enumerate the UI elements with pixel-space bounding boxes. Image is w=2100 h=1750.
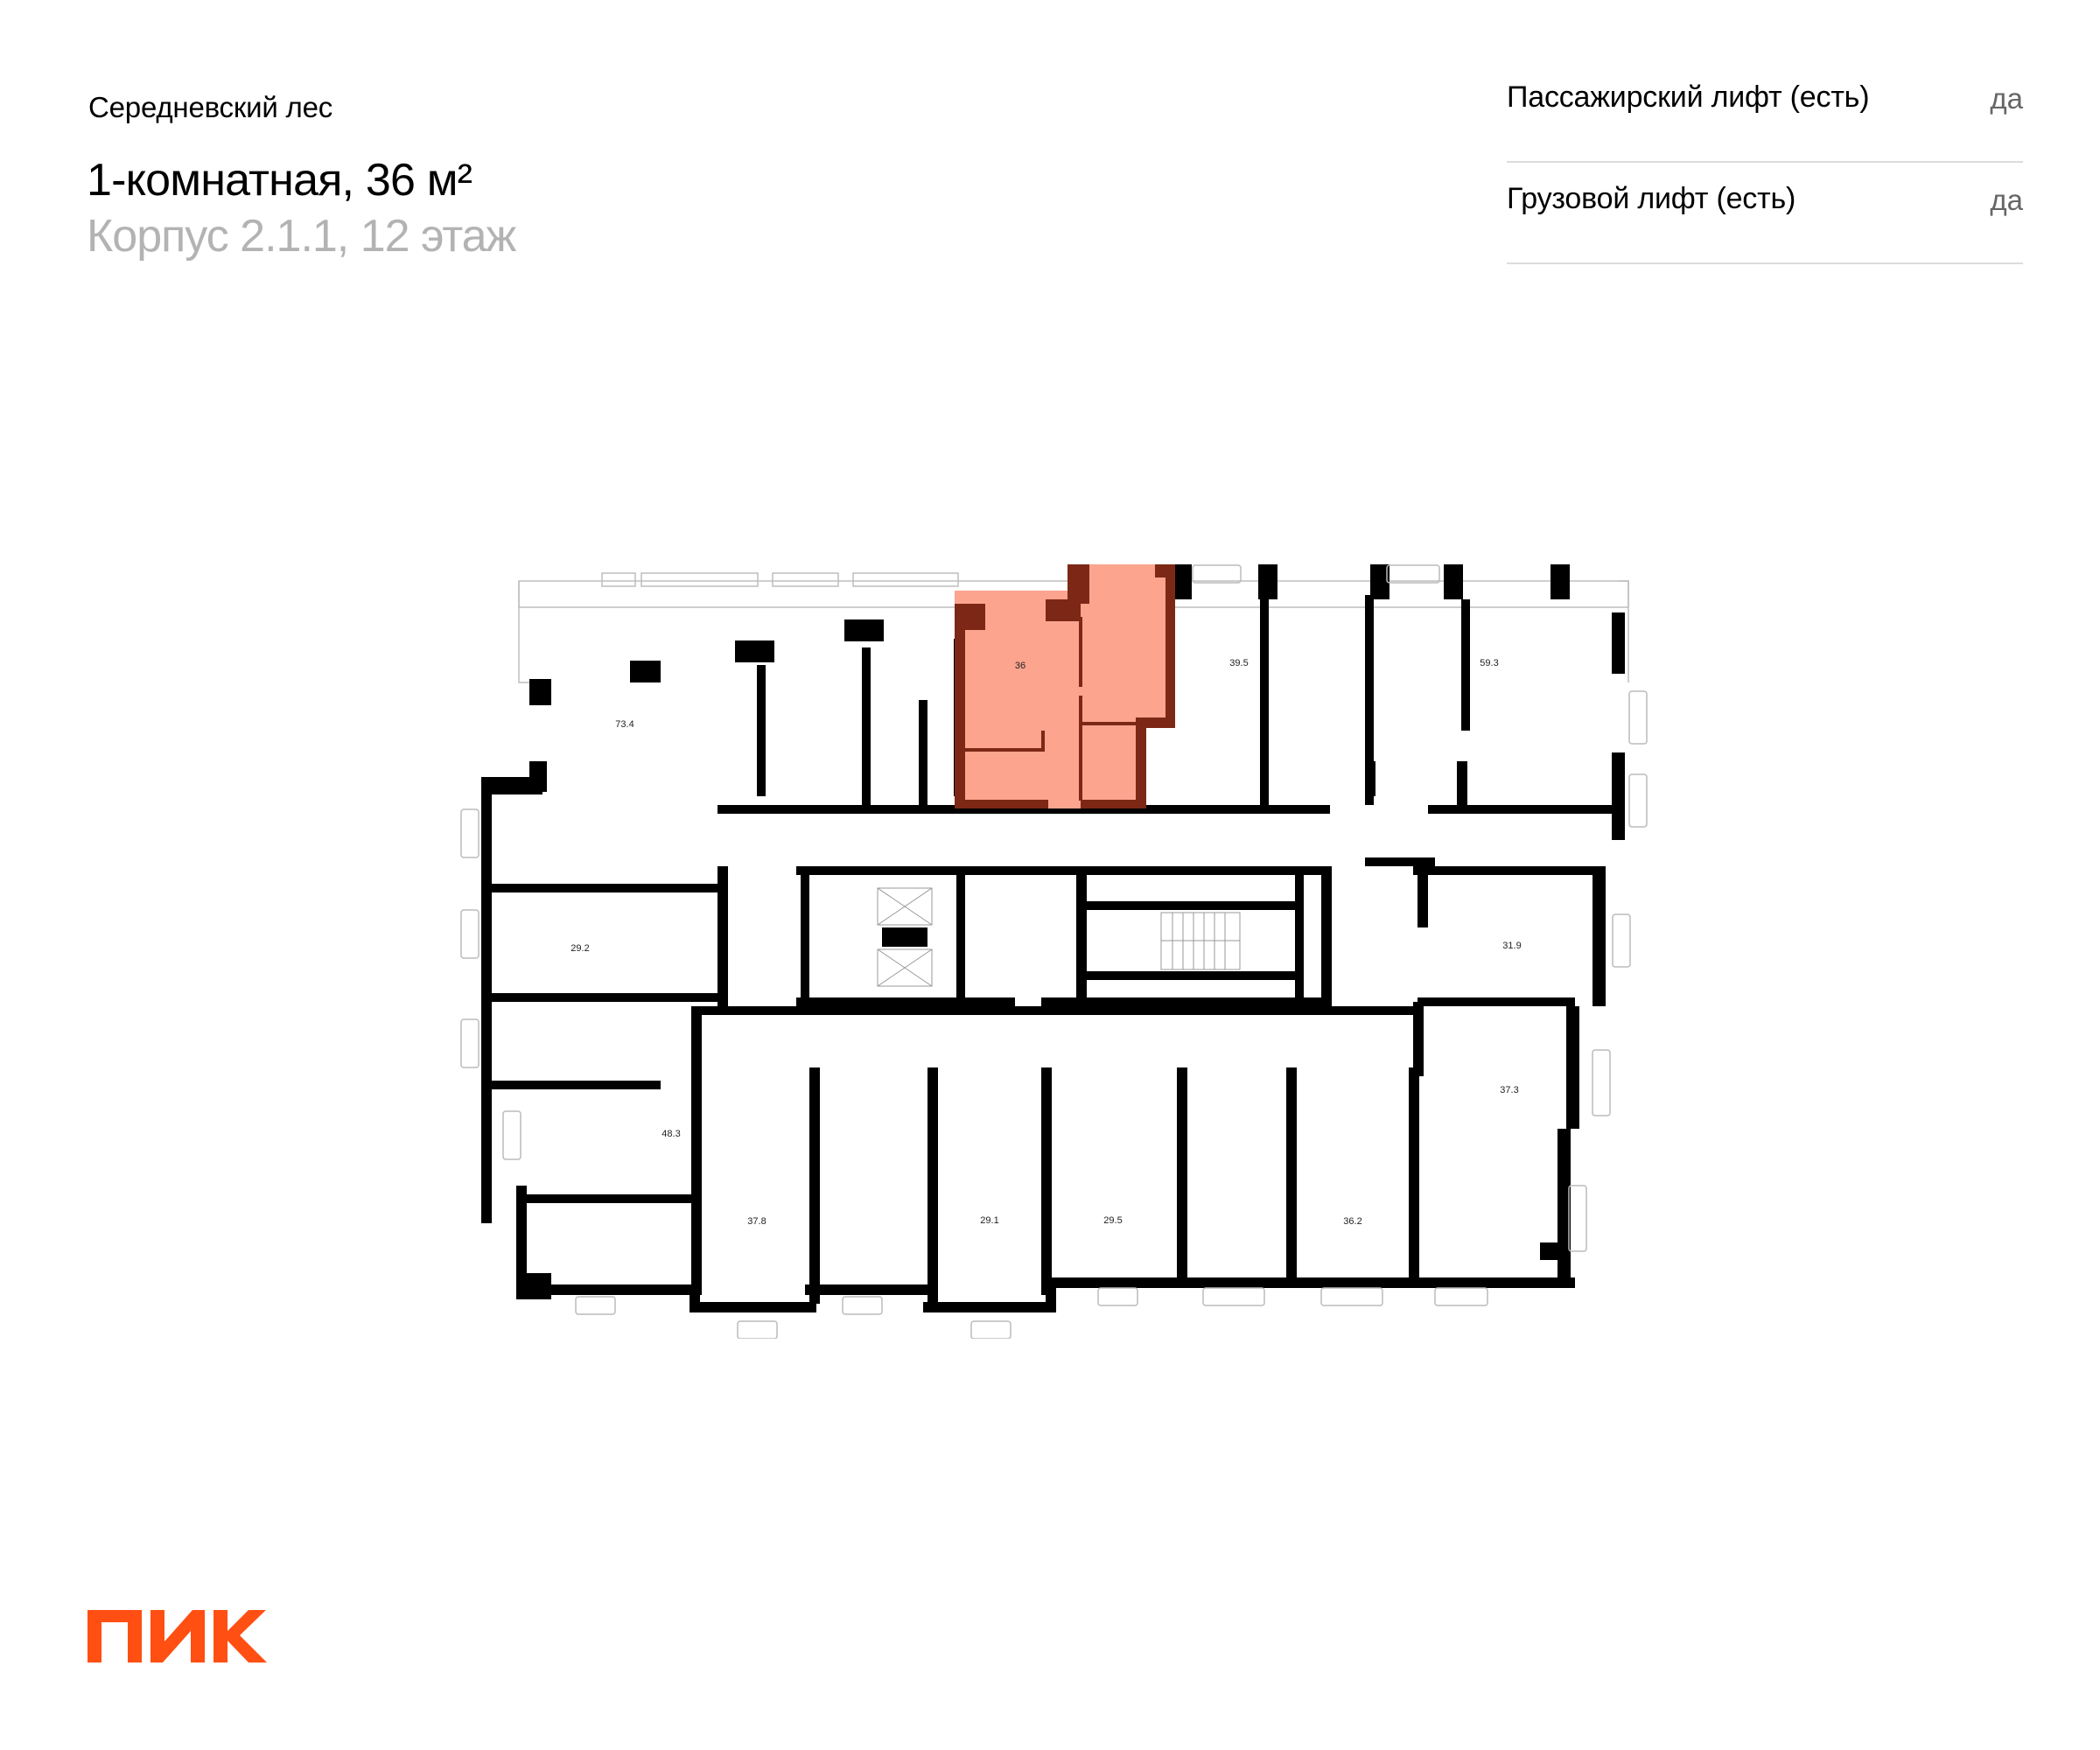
stairs bbox=[1160, 912, 1241, 970]
unit-area-label: 37.8 bbox=[747, 1216, 766, 1227]
unit-area-label: 48.3 bbox=[662, 1129, 680, 1139]
building-floor: Корпус 2.1.1, 12 этаж bbox=[87, 211, 516, 262]
spec-freight-lift: Грузовой лифт (есть) да bbox=[1507, 161, 2023, 264]
floor-plan: 36 73.4 39.5 59.3 29.2 31.9 48.3 37.3 37… bbox=[460, 564, 1648, 1339]
unit-area-label: 73.4 bbox=[615, 719, 634, 730]
unit-area-label: 59.3 bbox=[1480, 658, 1498, 668]
spec-value: да bbox=[1990, 184, 2023, 216]
unit-area-label: 29.2 bbox=[570, 943, 589, 954]
windows bbox=[460, 564, 1648, 1339]
project-name: Середневский лес bbox=[88, 91, 333, 123]
unit-area-label: 36.2 bbox=[1343, 1216, 1362, 1227]
pik-logo bbox=[88, 1610, 267, 1662]
unit-area-label: 37.3 bbox=[1500, 1085, 1518, 1096]
unit-area-label: 39.5 bbox=[1229, 658, 1248, 668]
unit-area-label: 29.5 bbox=[1103, 1215, 1122, 1226]
highlighted-apartment[interactable]: 36 bbox=[955, 564, 1175, 808]
apartment-title: 1-комнатная, 36 м² bbox=[87, 155, 472, 206]
unit-area-label: 29.1 bbox=[980, 1215, 998, 1226]
spec-label: Грузовой лифт (есть) bbox=[1507, 182, 1796, 215]
unit-area-label: 36 bbox=[1015, 661, 1026, 671]
spec-label: Пассажирский лифт (есть) bbox=[1507, 80, 1870, 114]
spec-value: да bbox=[1990, 82, 2023, 115]
unit-area-labels: 73.4 39.5 59.3 29.2 31.9 48.3 37.3 37.8 … bbox=[570, 658, 1521, 1227]
spec-passenger-lift: Пассажирский лифт (есть) да bbox=[1507, 60, 2023, 163]
unit-area-label: 31.9 bbox=[1502, 941, 1521, 951]
elevators bbox=[877, 887, 933, 987]
